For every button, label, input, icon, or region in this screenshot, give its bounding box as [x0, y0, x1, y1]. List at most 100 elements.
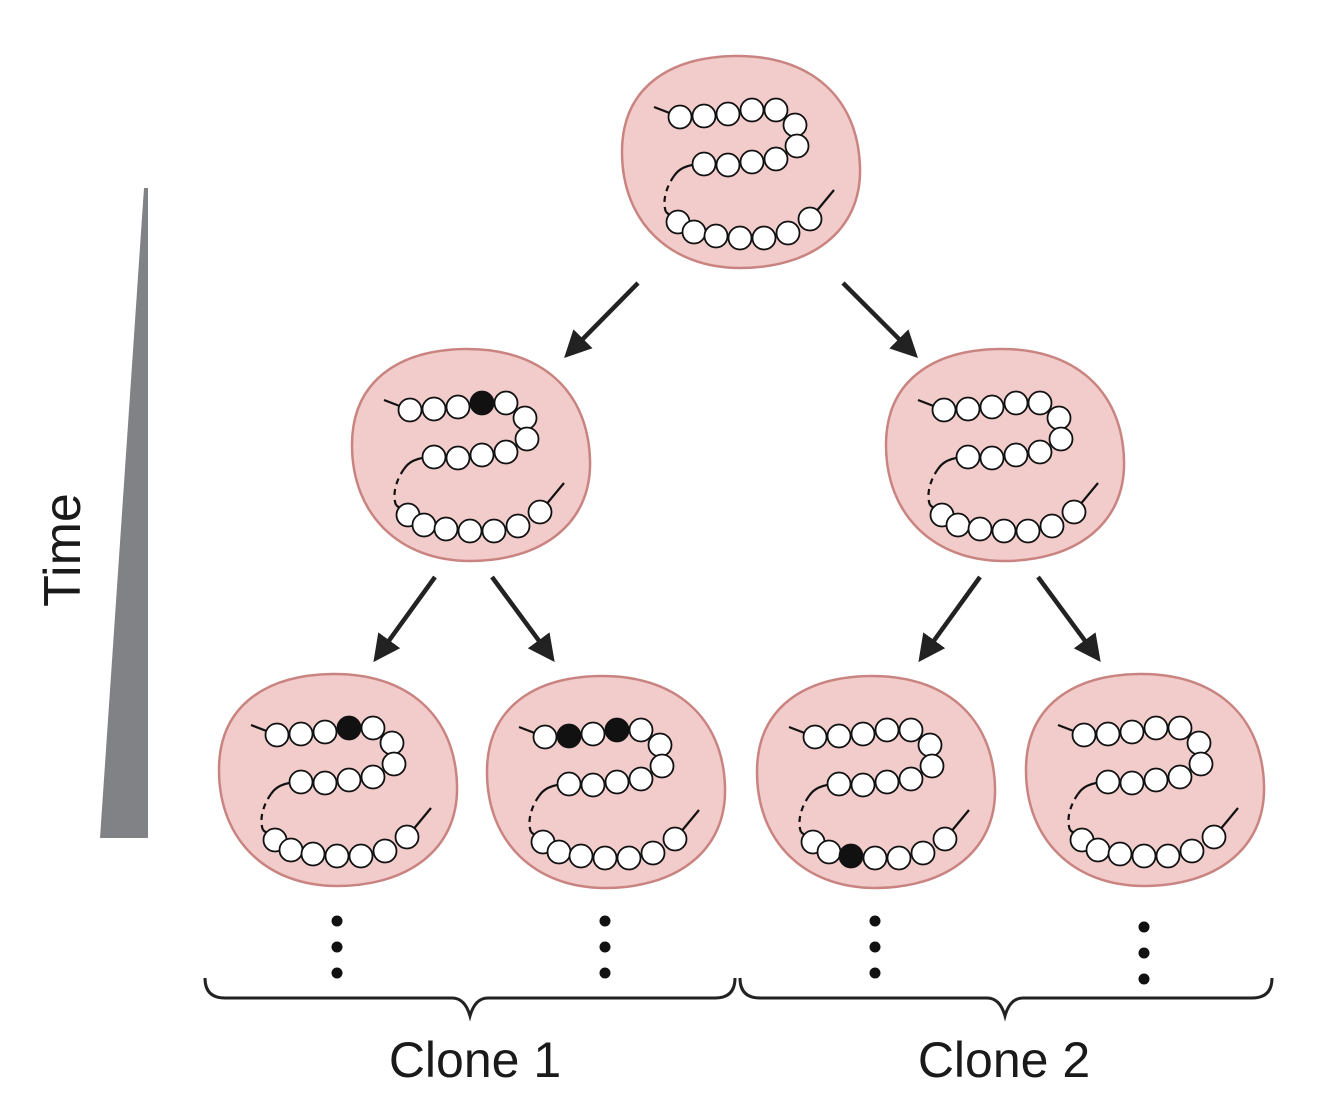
mutated-bead — [604, 717, 630, 743]
dna-strand-gap — [798, 795, 810, 833]
bead — [1003, 390, 1029, 416]
continuation-dots — [331, 915, 1150, 985]
bead — [616, 845, 642, 871]
bead — [797, 206, 823, 232]
bead — [1119, 770, 1145, 796]
bead — [932, 826, 958, 852]
bead — [979, 394, 1005, 420]
bead — [514, 426, 540, 452]
bead — [360, 715, 386, 741]
dna-strand-gap — [393, 468, 405, 506]
bead — [662, 826, 688, 852]
bead — [411, 512, 437, 538]
continuation-dots-3 — [869, 915, 881, 979]
cell-gen2-a1 — [217, 672, 459, 888]
bead — [1167, 764, 1193, 790]
bead — [874, 717, 900, 743]
bead — [1167, 715, 1193, 741]
clone-1-label: Clone 1 — [389, 1032, 561, 1088]
bead — [421, 396, 447, 422]
cells-layer — [217, 54, 1266, 890]
bead — [348, 843, 374, 869]
bead — [324, 843, 350, 869]
cell-gen1-b — [884, 347, 1126, 563]
bead — [862, 845, 888, 871]
bead — [312, 719, 338, 745]
bead — [1143, 715, 1169, 741]
bead — [580, 721, 606, 747]
lineage-arrows — [373, 281, 1101, 663]
bead — [433, 516, 459, 542]
bead — [1027, 390, 1053, 416]
bead — [1188, 751, 1214, 777]
bead — [955, 396, 981, 422]
bead — [649, 753, 675, 779]
bead — [493, 390, 519, 416]
bead — [481, 518, 507, 544]
bead — [300, 841, 326, 867]
bead — [493, 439, 519, 465]
bead — [874, 769, 900, 795]
time-wedge — [100, 188, 148, 838]
bead — [1179, 838, 1205, 864]
bead — [826, 723, 852, 749]
bead — [556, 771, 582, 797]
bead — [886, 845, 912, 871]
bead — [505, 513, 531, 539]
bead — [727, 225, 753, 251]
bead — [532, 724, 558, 750]
clone-2-label: Clone 2 — [918, 1032, 1090, 1088]
bead — [604, 769, 630, 795]
arrow-root-to-gen1-b — [841, 281, 918, 358]
bead — [288, 769, 314, 795]
bead — [640, 840, 666, 866]
dna-strand-gap — [1067, 793, 1079, 831]
bead — [739, 97, 765, 123]
bead — [445, 445, 471, 471]
bead — [681, 219, 707, 245]
bead — [1143, 767, 1169, 793]
time-label: Time — [34, 493, 92, 607]
cell-root — [620, 54, 862, 270]
bead — [360, 764, 386, 790]
bead — [931, 397, 957, 423]
bead — [1095, 721, 1121, 747]
bead — [763, 97, 789, 123]
cell-gen2-a2 — [485, 674, 727, 890]
dna-strand-gap — [927, 468, 939, 506]
arrow-gen1-b-to-gen2-b1 — [918, 575, 982, 663]
bead — [1048, 426, 1074, 452]
arrow-gen1-a-to-gen2-a1 — [373, 575, 437, 663]
bead — [1095, 769, 1121, 795]
bead — [1085, 837, 1111, 863]
bead — [751, 225, 777, 251]
bead — [826, 771, 852, 797]
cell-gen2-b1 — [755, 674, 997, 890]
bead — [372, 838, 398, 864]
bead — [898, 717, 924, 743]
bead — [955, 444, 981, 470]
bead — [945, 512, 971, 538]
clone-1-brace — [203, 977, 737, 1022]
bead — [1071, 722, 1097, 748]
bead — [445, 394, 471, 420]
bead — [715, 152, 741, 178]
cell-gen2-b2 — [1024, 672, 1266, 888]
bead — [775, 220, 801, 246]
bead — [1107, 841, 1133, 867]
bead — [715, 101, 741, 127]
bead — [1046, 405, 1072, 431]
bead — [667, 104, 693, 130]
bead — [469, 442, 495, 468]
bead — [288, 721, 314, 747]
bead — [802, 724, 828, 750]
dna-strand-gap — [528, 795, 540, 833]
bead — [979, 445, 1005, 471]
bead — [592, 845, 618, 871]
bead — [1186, 730, 1212, 756]
arrow-gen1-a-to-gen2-a2 — [490, 575, 555, 663]
bead — [1003, 442, 1029, 468]
bead — [264, 722, 290, 748]
bead — [546, 839, 572, 865]
